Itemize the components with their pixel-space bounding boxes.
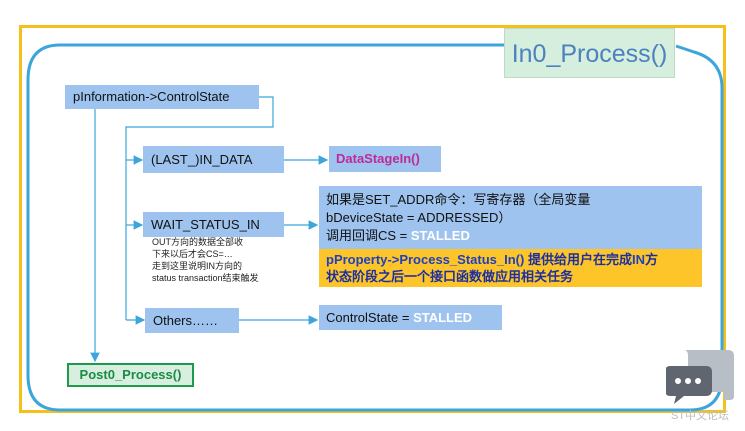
- process-status-in-note: pProperty->Process_Status_In() 提供给用户在完成I…: [319, 249, 702, 287]
- note-line-3-prefix: 调用回调CS =: [326, 228, 411, 243]
- yellow-text-a: 提供给用户在完成: [524, 252, 632, 267]
- wait-note-line: OUT方向的数据全部收: [152, 237, 243, 247]
- process-boundary: [26, 43, 724, 412]
- post0-process-node: Post0_Process(): [67, 363, 194, 387]
- last-in-data-node: (LAST_)IN_DATA: [143, 146, 284, 173]
- process-status-in-func: pProperty->Process_Status_In(): [326, 252, 525, 267]
- set-addr-note: 如果是SET_ADDR命令：写寄存器（全局变量 bDeviceState = A…: [319, 186, 702, 249]
- control-state-stalled-node: ControlState = STALLED: [319, 305, 502, 330]
- yellow-text-b: 方: [644, 252, 658, 267]
- stalled-value-2: STALLED: [413, 310, 473, 325]
- wait-note-line: 下来以后才会CS=…: [152, 249, 233, 259]
- watermark-text: ST中文论坛: [671, 410, 730, 422]
- process-title: In0_Process(): [504, 28, 675, 78]
- yellow-line-2: 状态阶段之后一个接口函数做应用相关任务: [326, 269, 574, 284]
- yellow-line-1: pProperty->Process_Status_In() 提供给用户在完成I…: [326, 251, 695, 268]
- stalled-value: STALLED: [410, 228, 470, 243]
- note-line-1: 如果是SET_ADDR命令：写寄存器（全局变量: [326, 192, 591, 207]
- others-node: Others……: [145, 308, 239, 333]
- control-state-node: pInformation->ControlState: [65, 85, 259, 109]
- yellow-in-word: IN: [631, 252, 645, 267]
- wait-note-line: status transaction结束触发: [152, 273, 259, 283]
- note-line-2: bDeviceState = ADDRESSED）: [326, 210, 512, 225]
- note-line-3: 调用回调CS = STALLED: [326, 227, 695, 245]
- wait-status-in-node: WAIT_STATUS_IN: [143, 212, 284, 237]
- data-stage-in-node: DataStageIn(): [329, 146, 441, 172]
- chat-bubble-icon[interactable]: [665, 348, 736, 406]
- stalled-prefix: ControlState =: [326, 310, 414, 325]
- connector-loop: [125, 96, 274, 320]
- wait-status-note: OUT方向的数据全部收 下来以后才会CS=… 走到这里说明IN方向的 statu…: [152, 236, 259, 284]
- wait-note-line: 走到这里说明IN方向的: [152, 261, 243, 271]
